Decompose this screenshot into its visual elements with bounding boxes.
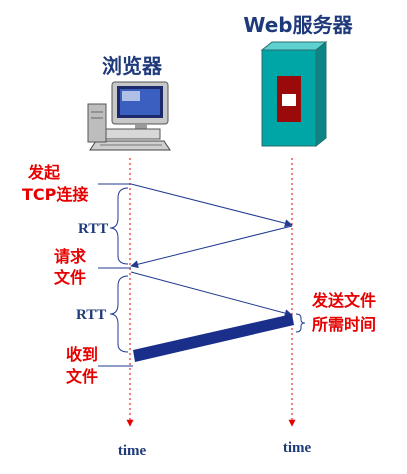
rtt-brace-2 <box>109 275 129 353</box>
file-transfer-bar <box>133 314 294 362</box>
browser-title: 浏览器 <box>102 54 163 78</box>
label-send-time-line2: 所需时间 <box>312 315 376 334</box>
label-rtt-1: RTT <box>78 221 108 237</box>
time-label-browser: time <box>118 443 147 459</box>
send-time-brace <box>295 313 306 333</box>
synack-arrow <box>130 225 293 269</box>
label-receive-line1: 收到 <box>66 345 98 364</box>
label-initiate-line1: 发起 <box>27 163 61 182</box>
request-arrow <box>130 271 293 318</box>
label-send-time-line1: 发送文件 <box>311 291 376 310</box>
label-request-line1: 请求 <box>54 247 87 266</box>
label-rtt-2: RTT <box>76 307 106 323</box>
time-label-server: time <box>283 440 312 456</box>
computer-icon <box>87 81 171 151</box>
label-request-line2: 文件 <box>54 268 86 287</box>
label-initiate-line2: TCP连接 <box>22 185 88 204</box>
syn-arrow <box>130 183 293 228</box>
rtt-brace-1 <box>109 187 129 265</box>
label-receive-line2: 文件 <box>66 367 98 386</box>
server-icon <box>260 40 328 148</box>
server-title: Web服务器 <box>243 13 353 37</box>
